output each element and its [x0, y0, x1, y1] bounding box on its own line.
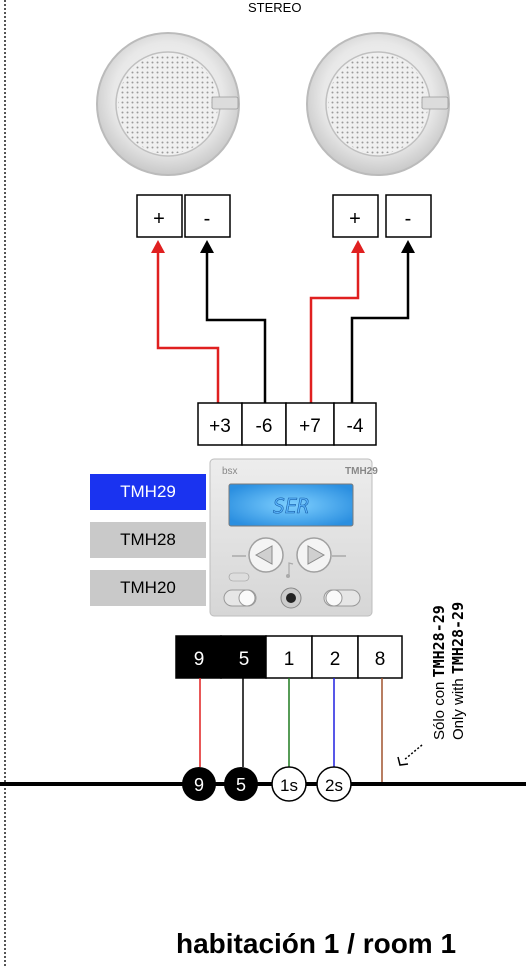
terminal-5-label: 5 [239, 649, 250, 670]
prev-button[interactable] [223, 589, 257, 607]
model-badge-tmh20: TMH20 [90, 570, 206, 606]
bus-node-9: 9 [194, 775, 204, 795]
model-badge-tmh29: TMH29 [90, 474, 206, 510]
terminal-label: + [153, 208, 165, 230]
left-dotted-border [4, 0, 6, 966]
bus-node-2s: 2s [325, 776, 343, 795]
terminal-label: - [204, 208, 211, 230]
left-arrow-button[interactable] [248, 537, 284, 573]
note-spanish: Sólo con TMH28-29 [430, 602, 449, 740]
amp-terminal-label: -6 [256, 416, 273, 437]
bus-node-5: 5 [236, 775, 246, 795]
control-panel-device: bsx TMH29 SER [209, 458, 378, 617]
bus-wires [199, 678, 383, 784]
terminal-2-label: 2 [330, 649, 341, 670]
note-en-prefix: Only with [450, 674, 467, 740]
device-model: TMH29 [345, 466, 378, 477]
terminal-1-label: 1 [284, 649, 295, 670]
speaker-left [96, 32, 240, 176]
note-en-model: TMH28-29 [449, 601, 467, 675]
amp-terminal-label: +7 [299, 416, 321, 437]
compatibility-note: Sólo con TMH28-29 Only with TMH28-29 [430, 602, 468, 740]
speaker-wires [151, 240, 415, 403]
terminal-9-label: 9 [194, 649, 205, 670]
stereo-label: STEREO [248, 0, 302, 15]
lcd-display-text: SER [273, 494, 309, 518]
note-english: Only with TMH28-29 [449, 602, 468, 740]
terminal-label: + [349, 208, 361, 230]
speaker-terminals: + - + - [136, 194, 432, 238]
music-note-icon [288, 562, 294, 575]
terminal-8-label: 8 [375, 649, 386, 670]
note-es-prefix: Sólo con [431, 677, 448, 740]
terminal-label: - [405, 208, 412, 230]
amp-terminal-label: +3 [209, 416, 231, 437]
amp-terminal-label: -4 [347, 416, 364, 437]
right-arrow-button[interactable] [296, 537, 332, 573]
speaker-right [306, 32, 450, 176]
headphone-jack[interactable] [280, 587, 302, 609]
power-button[interactable] [323, 589, 361, 607]
device-brand: bsx [222, 466, 238, 477]
model-badge-tmh28: TMH28 [90, 522, 206, 558]
bus-nodes: 9 5 1s 2s [182, 766, 352, 802]
bus-node-1s: 1s [280, 776, 298, 795]
dotted-arrow-icon [397, 744, 423, 766]
amp-terminals: +3 -6 +7 -4 [197, 402, 377, 446]
room-label: habitación 1 / room 1 [176, 928, 457, 959]
note-es-model: TMH28-29 [430, 605, 448, 678]
bottom-terminals: 9 5 1 2 8 [175, 635, 403, 679]
